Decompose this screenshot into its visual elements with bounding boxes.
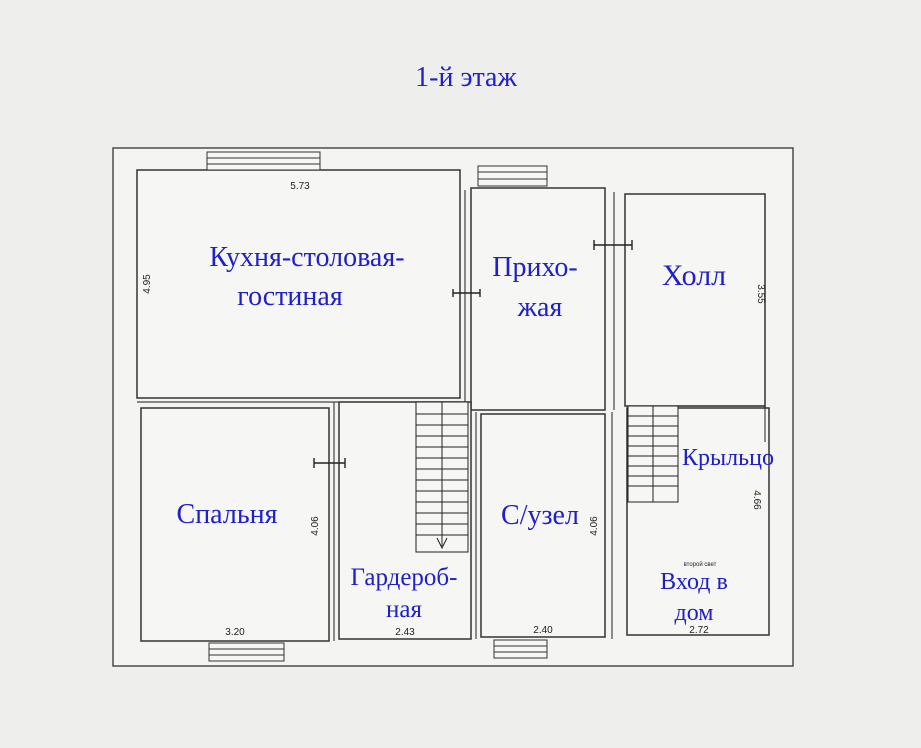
door-bedroom-wardrobe: [313, 458, 346, 468]
label-kitchen-2: гостиная: [237, 281, 343, 312]
dim-entrance-width: 2.72: [689, 625, 709, 636]
note-second-light: второй свет: [684, 561, 717, 568]
room-hall: [624, 193, 766, 407]
dim-bedroom-height: 4.06: [310, 516, 321, 536]
door-kitchen-hallway: [452, 289, 481, 297]
window-top-1: [206, 151, 321, 171]
door-hallway-hall: [593, 240, 633, 250]
window-bottom-2: [493, 639, 548, 659]
room-kitchen: [136, 169, 461, 399]
room-hallway: [470, 187, 606, 411]
dim-wardrobe-width: 2.43: [395, 627, 415, 638]
stairs-entrance: [627, 405, 766, 503]
label-hall: Холл: [662, 259, 726, 292]
page-title: 1-й этаж: [415, 62, 517, 93]
label-bedroom: Спальня: [177, 499, 278, 530]
window-top-2: [477, 165, 548, 187]
label-porch: Крыльцо: [682, 445, 774, 471]
window-bottom-1: [208, 642, 285, 662]
dim-kitchen-height: 4.95: [142, 274, 153, 294]
dim-bedroom-width: 3.20: [225, 627, 245, 638]
room-bedroom: [140, 407, 330, 642]
dim-entrance-height: 4.66: [751, 490, 762, 510]
label-bathroom: С/узел: [501, 500, 579, 531]
room-bathroom: [480, 413, 606, 638]
label-hallway-2: жая: [517, 292, 563, 323]
label-hallway: Прихо-: [492, 252, 577, 283]
label-kitchen: Кухня-столовая-: [209, 242, 404, 273]
label-wardrobe-2: ная: [386, 596, 422, 623]
label-entrance-2: дом: [675, 600, 714, 626]
dim-kitchen-width: 5.73: [290, 181, 310, 192]
dim-bathroom-height: 4.06: [589, 516, 600, 536]
dim-bathroom-width: 2.40: [533, 625, 553, 636]
dim-hall-height: 3.55: [755, 284, 766, 304]
label-entrance: Вход в: [660, 569, 728, 595]
label-wardrobe: Гардероб-: [351, 564, 458, 591]
stairs-wardrobe: [415, 401, 469, 553]
